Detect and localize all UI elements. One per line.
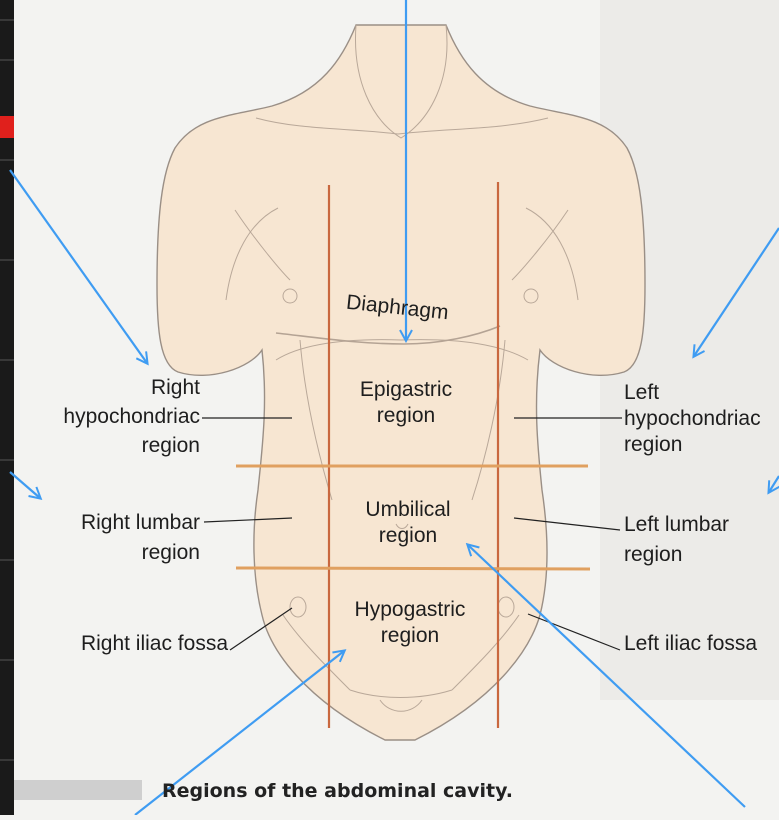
right-hypochondriac-line3: region <box>14 433 200 459</box>
left-hypochondriac-line3: region <box>624 432 779 458</box>
right-iliac-label: Right iliac fossa <box>14 631 228 657</box>
hypogastric-line2: region <box>340 623 480 649</box>
right-lumbar-label: Right lumbar region <box>20 510 200 566</box>
hypogastric-label: Hypogastric region <box>340 597 480 649</box>
left-iliac-label: Left iliac fossa <box>624 631 779 657</box>
umbilical-line1: Umbilical <box>346 497 470 523</box>
left-lumbar-label: Left lumbar region <box>624 512 779 568</box>
right-hypochondriac-line1: Right <box>14 375 200 401</box>
right-lumbar-line2: region <box>20 540 200 566</box>
epigastric-line1: Epigastric <box>346 377 466 403</box>
hypogastric-line1: Hypogastric <box>340 597 480 623</box>
left-lumbar-line1: Left lumbar <box>624 512 779 538</box>
right-hypochondriac-label: Right hypochondriac region <box>14 375 200 459</box>
right-hypochondriac-line2: hypochondriac <box>14 404 200 430</box>
epigastric-line2: region <box>346 403 466 429</box>
figure-number-block <box>14 780 142 800</box>
umbilical-label: Umbilical region <box>346 497 470 549</box>
intertubercular-line <box>236 568 590 569</box>
right-lumbar-line1: Right lumbar <box>20 510 200 536</box>
left-lumbar-line2: region <box>624 542 779 568</box>
red-marker <box>0 116 14 138</box>
left-hypochondriac-line2: hypochondriac <box>624 406 779 432</box>
left-hypochondriac-label: Left hypochondriac region <box>624 380 779 458</box>
figure-caption: Regions of the abdominal cavity. <box>162 780 513 802</box>
epigastric-label: Epigastric region <box>346 377 466 429</box>
umbilical-line2: region <box>346 523 470 549</box>
left-hypochondriac-line1: Left <box>624 380 779 406</box>
